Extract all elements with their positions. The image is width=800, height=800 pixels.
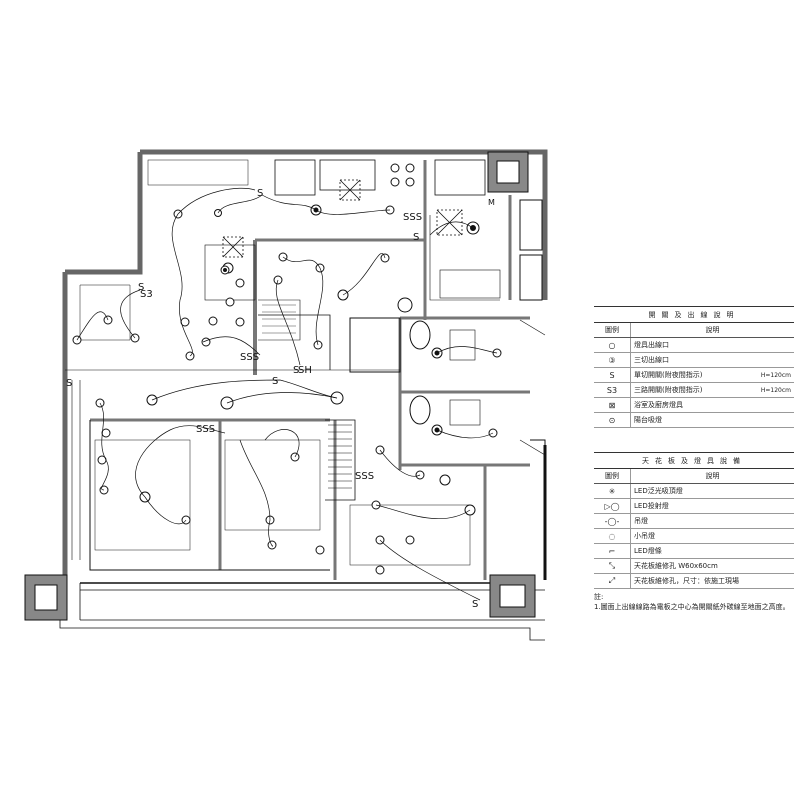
column bbox=[496, 160, 520, 184]
switch-label: SSS bbox=[240, 352, 259, 363]
switch-label: S bbox=[257, 188, 263, 199]
legend-col-symbol: 圖例 bbox=[594, 322, 631, 338]
legend-row: ⤡ 天花板維修孔 W60x60cm bbox=[594, 558, 794, 574]
legend-row: ✳ LED泛光吸頂燈 bbox=[594, 483, 794, 499]
legend-col-desc: 說明 bbox=[630, 322, 794, 338]
switch-label: SSS bbox=[403, 212, 422, 223]
legend-row: ③ 三切出線口 bbox=[594, 352, 794, 368]
switch-label: S bbox=[472, 599, 478, 610]
legend-row: ⊠ 浴室及廚房燈具 bbox=[594, 397, 794, 413]
switch-label: S bbox=[413, 232, 419, 243]
switch-label: SSS bbox=[355, 471, 374, 482]
legend-title: 開關及出線說明 bbox=[594, 306, 794, 323]
drawing-note: 註: 1.圖面上出線線路為電板之中心為開關紙外碳線至地面之高度。 bbox=[594, 592, 790, 612]
column bbox=[487, 151, 529, 193]
legend-row: ⤢ 天花板維修孔，尺寸：依施工現場 bbox=[594, 573, 794, 589]
legend-row: ⌐ LED燈條 bbox=[594, 543, 794, 559]
switch-label: SH bbox=[298, 365, 312, 376]
exterior-wall bbox=[65, 152, 143, 275]
door-label: M bbox=[488, 198, 495, 207]
legend-col-symbol: 圖例 bbox=[594, 468, 631, 484]
switch-label: S bbox=[272, 376, 278, 387]
column bbox=[499, 584, 526, 608]
switch-label: S bbox=[138, 282, 144, 293]
legend-row: ○ 燈具出線口 bbox=[594, 337, 794, 353]
legend-title: 天花板及燈具說備 bbox=[594, 452, 794, 469]
legend-row: S3 三路開關(附夜間指示) H=120cm bbox=[594, 382, 794, 398]
legend-row: ◌ 小吊燈 bbox=[594, 528, 794, 544]
note-line: 1.圖面上出線線路為電板之中心為開關紙外碳線至地面之高度。 bbox=[594, 603, 790, 611]
ceiling-legend: 天花板及燈具說備 圖例 說明 ✳ LED泛光吸頂燈 ▷◯ LED投射燈 -◯- … bbox=[594, 452, 794, 589]
column bbox=[34, 584, 58, 611]
switch-label: S bbox=[66, 378, 72, 389]
legend-row: ⊙ 陽台吸燈 bbox=[594, 412, 794, 428]
legend-col-desc: 說明 bbox=[630, 468, 794, 484]
legend-row: S 單切開關(附夜間指示) H=120cm bbox=[594, 367, 794, 383]
switch-label: S3 bbox=[140, 289, 153, 300]
legend-row: ▷◯ LED投射燈 bbox=[594, 498, 794, 514]
exterior-wall bbox=[140, 149, 548, 300]
switch-legend: 開關及出線說明 圖例 說明 ○ 燈具出線口 ③ 三切出線口 S 單切開關(附夜間… bbox=[594, 306, 794, 428]
legend-row: -◯- 吊燈 bbox=[594, 513, 794, 529]
switch-label: S bbox=[293, 365, 299, 376]
note-heading: 註: bbox=[594, 593, 604, 601]
switch-label: SSS bbox=[196, 424, 215, 435]
